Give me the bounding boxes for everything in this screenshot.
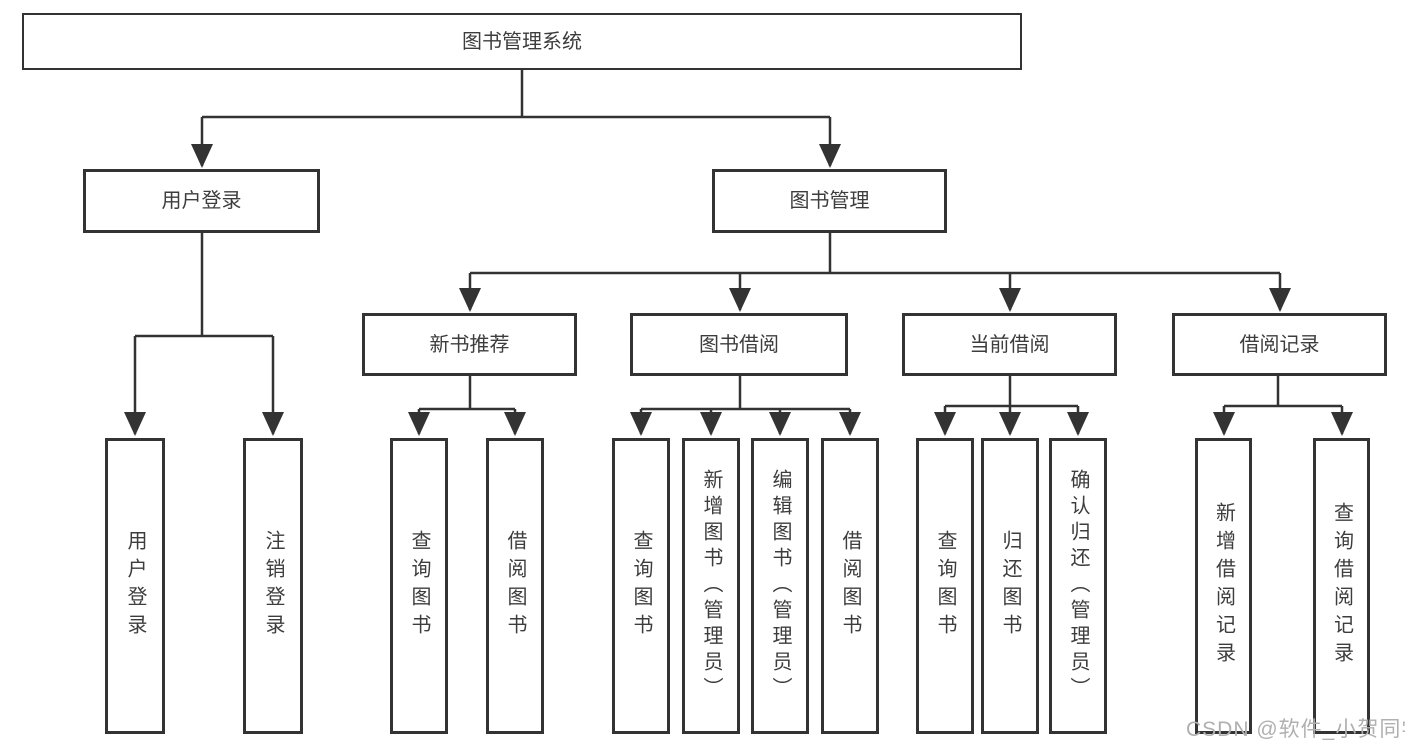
node-leaf-logout: 注销登录	[243, 438, 303, 734]
node-leaf-query-books-rec: 查询图书	[390, 438, 448, 734]
node-book-borrowing: 图书借阅	[630, 313, 848, 376]
node-leaf-query-books-borrow: 查询图书	[612, 438, 670, 734]
node-leaf-add-borrow-record: 新增借阅记录	[1195, 438, 1252, 734]
node-leaf-edit-books-admin: 编辑图书（管理员）	[751, 438, 809, 734]
node-book-management: 图书管理	[712, 169, 947, 233]
node-leaf-query-borrow-record: 查询借阅记录	[1313, 438, 1370, 734]
node-leaf-borrow-books: 借阅图书	[821, 438, 879, 734]
node-user-login-group: 用户登录	[83, 169, 320, 233]
connector-trunk-lines	[135, 70, 1342, 411]
node-leaf-confirm-return-admin: 确认归还（管理员）	[1049, 438, 1107, 734]
node-leaf-query-books-current: 查询图书	[916, 438, 974, 734]
watermark-csdn: CSDN @软件_小贺同学	[1186, 718, 1405, 741]
node-current-borrowing: 当前借阅	[902, 313, 1117, 376]
node-leaf-add-books-admin: 新增图书（管理员）	[682, 438, 740, 734]
node-new-book-recommend: 新书推荐	[362, 313, 577, 376]
node-borrow-records: 借阅记录	[1172, 313, 1387, 376]
node-leaf-borrow-books-rec: 借阅图书	[486, 438, 544, 734]
node-leaf-return-books: 归还图书	[981, 438, 1039, 734]
node-system-root: 图书管理系统	[22, 13, 1022, 70]
node-leaf-user-login: 用户登录	[105, 438, 165, 734]
